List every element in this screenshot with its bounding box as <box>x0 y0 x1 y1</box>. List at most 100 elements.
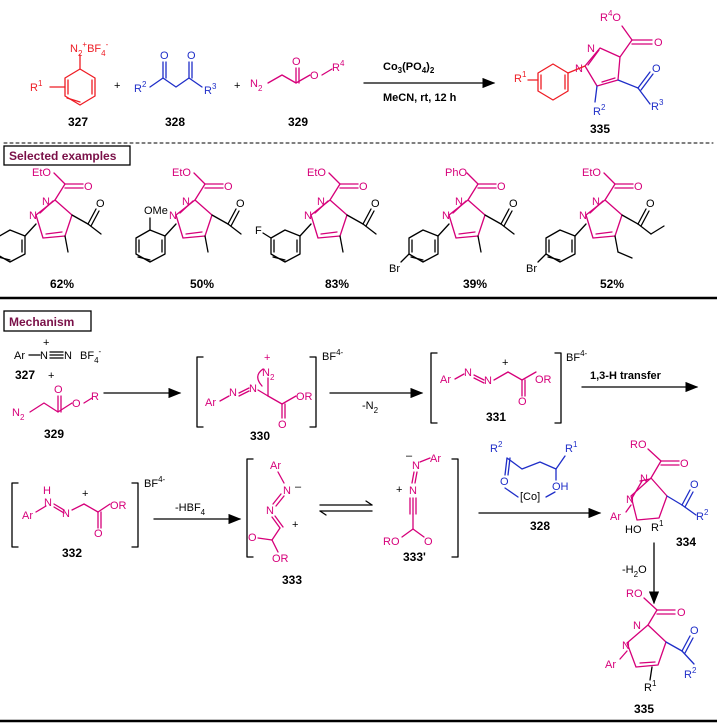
label-333: 333 <box>282 573 302 587</box>
aryl-substituent: Br <box>389 263 400 275</box>
intermediate-331: BF4- Ar N N + O OR 331 <box>430 349 588 424</box>
reagent-328: O O R2 R3 328 <box>134 50 217 129</box>
svg-text:R3: R3 <box>651 98 664 113</box>
aryl-substituent: F <box>255 225 262 237</box>
svg-text:N: N <box>592 196 600 208</box>
svg-text:N: N <box>40 350 48 362</box>
svg-text:O: O <box>248 532 257 544</box>
svg-text:O: O <box>634 181 643 193</box>
svg-text:O: O <box>424 536 433 548</box>
conditions-label: MeCN, rt, 12 h <box>383 92 457 104</box>
svg-text:N2+BF4-: N2+BF4- <box>70 40 109 58</box>
svg-text:R2: R2 <box>134 80 147 95</box>
svg-text:R1: R1 <box>651 519 664 534</box>
svg-text:O: O <box>236 198 245 210</box>
yield-label: 62% <box>50 277 74 291</box>
step-h2o: -H2O <box>622 564 647 579</box>
svg-text:N: N <box>44 497 52 509</box>
label-327-mech: 327 <box>15 368 35 382</box>
svg-text:O: O <box>187 50 196 62</box>
svg-text:O: O <box>278 419 287 431</box>
step-n2: -N2 <box>362 400 379 415</box>
svg-text:R2: R2 <box>696 508 709 523</box>
step-hbf4: -HBF4 <box>175 502 206 517</box>
cobalt-label: [Co] <box>520 491 540 503</box>
ester-label: EtO <box>32 167 51 179</box>
svg-text:O: O <box>359 181 368 193</box>
eq-arrow-back-head <box>319 510 327 516</box>
svg-text:O: O <box>652 63 661 75</box>
svg-text:Ar: Ar <box>605 659 616 671</box>
svg-text:RO: RO <box>383 536 400 548</box>
svg-text:N: N <box>169 210 177 222</box>
mechanism-heading: Mechanism <box>9 315 74 329</box>
svg-text:O: O <box>509 198 518 210</box>
svg-text:Ar: Ar <box>610 511 621 523</box>
svg-text:O: O <box>96 198 105 210</box>
svg-text:Ar: Ar <box>270 460 281 472</box>
label-331: 331 <box>486 410 506 424</box>
reagent-329: N2 O O R4 329 <box>250 56 345 129</box>
svg-text:R1: R1 <box>514 70 527 85</box>
svg-text:O: O <box>292 56 301 68</box>
svg-text:R1: R1 <box>644 679 657 694</box>
svg-text:R2: R2 <box>593 103 606 118</box>
ester-label: EtO <box>307 167 326 179</box>
svg-text:O: O <box>371 198 380 210</box>
svg-text:Ar: Ar <box>22 510 33 522</box>
svg-text:O: O <box>500 476 509 488</box>
svg-text:O: O <box>690 625 699 637</box>
plus-mech: + <box>48 370 54 382</box>
svg-text:+: + <box>502 357 508 369</box>
svg-text:O: O <box>654 37 663 49</box>
svg-text:R3: R3 <box>204 82 217 97</box>
svg-text:RO: RO <box>626 588 643 600</box>
svg-text:R: R <box>91 391 99 403</box>
svg-text:R1: R1 <box>565 440 578 455</box>
svg-text:BF4-: BF4- <box>566 349 588 364</box>
intermediate-330: BF4- Ar N N N2 + O OR 330 <box>196 348 344 443</box>
svg-text:+: + <box>264 352 270 364</box>
svg-text:+: + <box>43 337 49 349</box>
svg-text:O: O <box>310 70 319 82</box>
svg-text:O: O <box>72 398 81 410</box>
svg-text:O: O <box>84 181 93 193</box>
svg-text:R1: R1 <box>30 79 43 94</box>
svg-text:O: O <box>224 181 233 193</box>
yield-label: 39% <box>463 277 487 291</box>
svg-text:O: O <box>646 198 655 210</box>
aryl-substituent: Br <box>526 263 537 275</box>
svg-text:N: N <box>579 210 587 222</box>
svg-text:R4O: R4O <box>600 9 621 24</box>
svg-text:N2: N2 <box>12 407 25 422</box>
intermediate-333: Ar N – N + O OR 333 <box>246 458 459 587</box>
ester-label: EtO <box>172 167 191 179</box>
label-330: 330 <box>250 429 270 443</box>
svg-text:O: O <box>690 479 699 491</box>
svg-text:N: N <box>626 494 634 506</box>
diazoester-329: N2 O O R 329 <box>12 384 99 441</box>
svg-text:OR: OR <box>110 500 127 512</box>
svg-text:R2: R2 <box>490 440 503 455</box>
svg-text:N: N <box>442 210 450 222</box>
intermediate-334: N O RO N N Ar O R2 HO R1 334 <box>610 439 709 549</box>
label-333-prime: 333' <box>403 550 426 564</box>
svg-text:O: O <box>94 528 103 540</box>
catalyst-label: Co3(PO4)2 <box>383 61 435 75</box>
aryl-substituent: OMe <box>144 205 168 217</box>
svg-text:N: N <box>587 43 595 55</box>
plus-sign: + <box>114 80 120 92</box>
svg-text:OR: OR <box>535 374 552 386</box>
label-335-top: 335 <box>590 122 610 136</box>
examples-heading-box <box>3 145 131 166</box>
svg-text:O: O <box>680 458 689 470</box>
svg-text:N: N <box>622 640 630 652</box>
svg-text:N: N <box>455 196 463 208</box>
examples-heading: Selected examples <box>9 149 117 163</box>
